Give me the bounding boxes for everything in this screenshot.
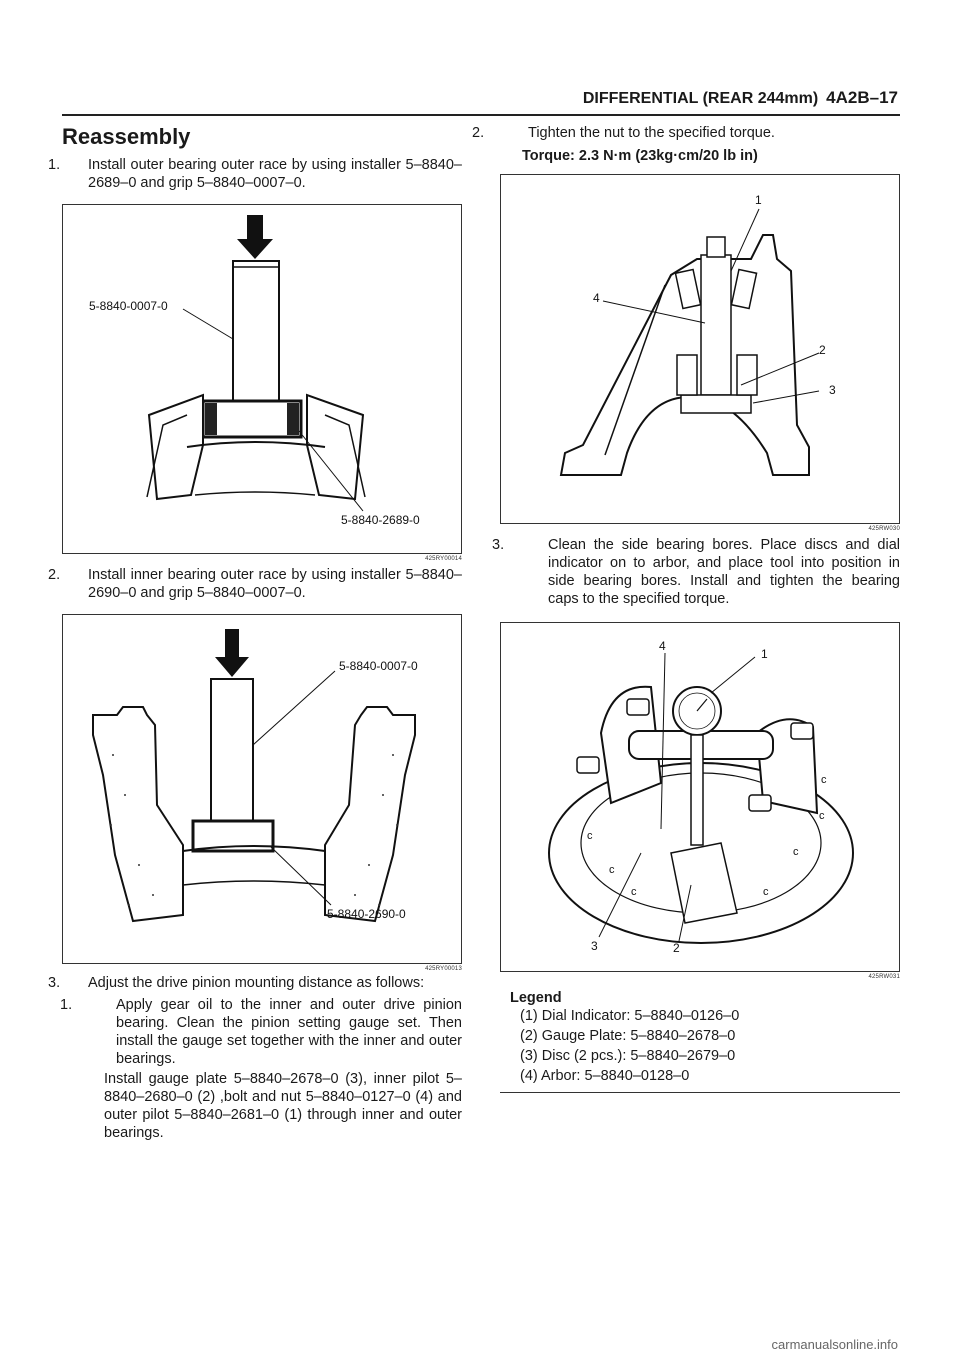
substep-2-text: Tighten the nut to the specified torque. (528, 125, 775, 141)
legend-item: (3) Disc (2 pcs.): 5–8840–2679–0 (520, 1048, 736, 1064)
fig3-code: 425RW030 (868, 526, 900, 532)
fig1-code: 425RY00014 (425, 556, 462, 562)
step-3-text: Adjust the drive pinion mounting distanc… (88, 975, 425, 991)
page-header: DIFFERENTIAL (REAR 244mm) 4A2B–17 (583, 88, 898, 108)
section-title: Reassembly (62, 124, 191, 149)
substep-3-number: 3. (492, 537, 505, 553)
figure-dial-indicator: ccc ccc cc 4 1 (500, 622, 900, 972)
fig2-code: 425RY00013 (425, 966, 462, 972)
legend-item: (1) Dial Indicator: 5–8840–0126–0 (520, 1008, 740, 1024)
svg-text:c: c (819, 810, 825, 822)
step-1-number: 1. (48, 157, 61, 173)
step-3-number: 3. (48, 975, 61, 991)
substep-1-paragraph: Install gauge plate 5–8840–2678–0 (3), i… (104, 1071, 462, 1141)
substep-3: 3. Clean the side bearing bores. Place di… (492, 536, 900, 608)
fig3-callout-3: 3 (829, 383, 836, 397)
svg-text:c: c (793, 846, 799, 858)
svg-text:c: c (631, 886, 637, 898)
fig4-code: 425RW031 (868, 974, 900, 980)
substep-2: 2. Tighten the nut to the specified torqu… (472, 124, 900, 142)
svg-text:c: c (587, 830, 593, 842)
page-number: 4A2B–17 (826, 88, 898, 107)
gauge-set-illustration (559, 208, 820, 476)
press-arrow-icon (215, 629, 249, 677)
fig4-callout-3: 3 (591, 939, 598, 953)
fig4-callout-1: 1 (761, 647, 768, 661)
fig3-callout-1: 1 (755, 193, 762, 207)
legend-item: (2) Gauge Plate: 5–8840–2678–0 (520, 1028, 736, 1044)
dial-indicator-illustration: ccc ccc cc (548, 652, 854, 944)
grip-shaft (210, 678, 254, 822)
substep-1-number: 1. (60, 997, 73, 1013)
svg-text:c: c (609, 864, 615, 876)
figure-gauge-set: 1 4 2 3 (500, 174, 900, 524)
step-3: 3. Adjust the drive pinion mounting dista… (48, 974, 462, 992)
fig2-label-installer: 5-8840-2690-0 (327, 907, 406, 921)
torque-spec: Torque: 2.3 N·m (23kg·cm/20 lb in) (522, 148, 758, 164)
step-2: 2. Install inner bearing outer race by us… (48, 566, 462, 602)
fig3-callout-2: 2 (819, 343, 826, 357)
right-column: 2. Tighten the nut to the specified torqu… (472, 120, 900, 1093)
step-2-text: Install inner bearing outer race by usin… (88, 567, 462, 601)
watermark: carmanualsonline.info (771, 1337, 898, 1352)
fig1-label-grip: 5-8840-0007-0 (89, 299, 168, 313)
svg-text:c: c (821, 774, 827, 786)
svg-text:c: c (763, 886, 769, 898)
casting-texture (110, 754, 398, 906)
fig4-callout-2: 2 (673, 941, 680, 955)
legend-item: (4) Arbor: 5–8840–0128–0 (520, 1068, 690, 1084)
installer-block (201, 399, 303, 439)
outer-race-illustration (146, 215, 366, 512)
step-2-number: 2. (48, 567, 61, 583)
figure-outer-race-install: 5-8840-0007-0 5-8840-2689-0 (62, 204, 462, 554)
substep-1-text: Apply gear oil to the inner and outer dr… (116, 997, 462, 1067)
substep-2-number: 2. (472, 125, 485, 141)
fig3-callout-4: 4 (593, 291, 600, 305)
figure-inner-race-install: 5-8840-0007-0 5-8840-2690-0 (62, 614, 462, 964)
fig4-callout-4: 4 (659, 639, 666, 653)
inner-race-illustration (92, 629, 416, 923)
header-title: DIFFERENTIAL (REAR 244mm) (582, 90, 819, 107)
legend-rule (500, 1092, 900, 1093)
fig1-label-installer: 5-8840-2689-0 (341, 513, 420, 527)
press-arrow-icon (237, 215, 273, 259)
step-1-text: Install outer bearing outer race by usin… (88, 157, 462, 191)
header-rule (62, 114, 900, 116)
legend-title: Legend (510, 990, 562, 1006)
grip-shaft (232, 260, 280, 402)
substep-1: 1. Apply gear oil to the inner and outer … (60, 996, 462, 1068)
fig2-label-grip: 5-8840-0007-0 (339, 659, 418, 673)
step-1: 1. Install outer bearing outer race by us… (48, 156, 462, 192)
substep-3-text: Clean the side bearing bores. Place disc… (548, 537, 900, 607)
left-column: Reassembly 1. Install outer bearing outer… (48, 120, 462, 1142)
